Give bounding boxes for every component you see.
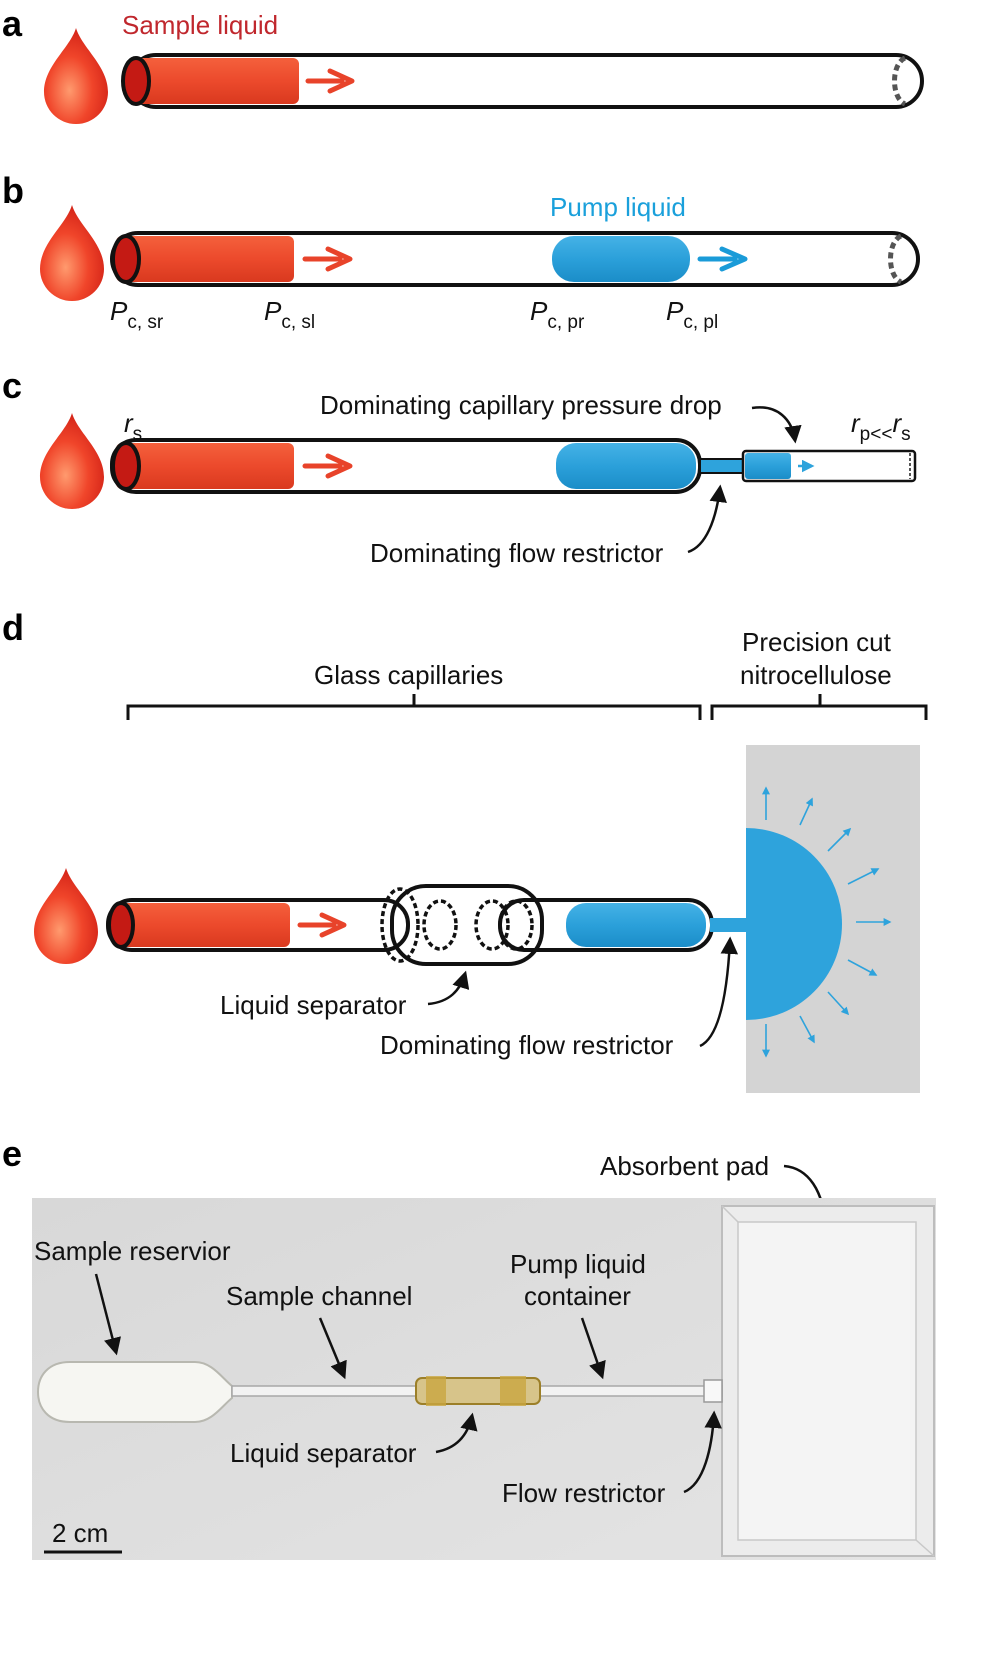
flow-arrow-sample [302,453,353,479]
flow-restrictor-label: Dominating flow restrictor [370,538,664,568]
pad-edge [721,1205,739,1223]
sample-liquid-column [116,443,294,489]
panel-c: c rs Dominating capillary pressure drop … [2,365,917,568]
panel-b: b Pump liquid Pc, sr Pc, sl Pc, pr Pc, p… [2,170,920,333]
liquid-separator-label-photo: Liquid separator [230,1438,417,1468]
radius-sample-label: rs [124,408,142,445]
flow-arrow-sample [297,912,347,938]
sample-drop-icon [40,205,104,301]
pump-container-arrow [580,1317,606,1380]
tube-inlet [107,901,135,949]
panel-e: e Absorbent pad Sample reservior Sample … [2,1133,936,1560]
flow-arrow-pump [697,246,748,272]
glass-capillaries-label: Glass capillaries [314,660,503,690]
spread-arrow [799,797,813,826]
separator-dashed-ring [422,899,458,951]
liquid-separator-arrow-photo [435,1412,478,1454]
sample-drop-icon [44,28,108,124]
spread-arrow [847,868,880,885]
separator-dashed-ring [474,899,510,951]
tube-outlet-dashed [888,233,903,285]
panel-letter-b: b [2,170,24,211]
liquid-separator [380,884,544,966]
tube-inlet [111,441,141,491]
separator-sleeve [390,884,544,966]
pressure-label-c-pr: Pc, pr [530,296,585,333]
liquid-separator-label: Liquid separator [220,990,407,1020]
spread-arrow [799,1015,815,1044]
pump-container-label-line2: container [524,1281,631,1311]
flow-restrictor-photo [703,1379,723,1403]
panel-letter-a: a [2,3,23,44]
sample-channel-label: Sample channel [226,1281,412,1311]
pump-liquid-spread [746,828,842,1020]
pressure-label-c-pl: Pc, pl [666,296,718,333]
pressure-drop-arrow [751,406,802,444]
pump-container-label-line1: Pump liquid [510,1249,646,1279]
panel-letter-d: d [2,607,24,648]
panel-d: d Glass capillaries Precision cut nitroc… [2,607,928,1093]
spread-arrow [847,959,878,976]
pump-liquid-column [566,903,706,947]
absorbent-pad [737,1221,917,1541]
flow-arrow-sample [302,246,353,272]
pressure-label-c-sl: Pc, sl [264,296,315,333]
separator-band [500,1376,526,1406]
bracket-nitro [710,694,928,720]
flow-restrictor-label: Dominating flow restrictor [380,1030,674,1060]
sample-liquid-column [112,903,290,947]
sample-drop-icon [40,413,104,509]
liquid-separator-arrow [427,970,470,1006]
pressure-label-c-sr: Pc, sr [110,296,164,333]
separator-dashed-ring [380,887,420,963]
sample-liquid-column [116,236,294,282]
sample-liquid-label: Sample liquid [122,10,278,40]
radius-pump-label: rp<<rs [851,408,911,445]
tube-outlet-dashed [892,55,907,107]
sample-liquid-column [132,58,299,104]
panel-a: a Sample liquid [2,3,924,124]
spread-arrow [827,991,850,1016]
flow-arrow-sample [305,68,355,94]
sample-reservoir-label: Sample reservior [34,1236,231,1266]
sample-drop-icon [34,868,98,964]
panel-letter-e: e [2,1133,22,1174]
tube-inlet [111,234,141,284]
absorbent-pad-label: Absorbent pad [600,1151,769,1181]
flow-restrictor-channel [710,918,750,932]
tube-inlet [121,56,151,106]
scale-bar-label: 2 cm [52,1518,108,1548]
flow-restrictor-arrow [687,484,727,554]
flow-restrictor-label-photo: Flow restrictor [502,1478,666,1508]
pump-liquid-column [556,443,696,489]
pump-liquid-column [552,236,690,282]
flow-restrictor-arrow-photo [683,1410,722,1494]
pressure-drop-label: Dominating capillary pressure drop [320,390,722,420]
flow-restrictor-tube [699,458,745,474]
pump-liquid-label: Pump liquid [550,192,686,222]
panel-letter-c: c [2,365,22,406]
spread-arrows [762,786,892,1058]
spread-arrow [827,827,852,852]
pad-edge [915,1539,935,1557]
pump-liquid-narrow [745,453,791,479]
bracket-glass [126,694,702,720]
sample-reservoir [36,1361,233,1423]
sample-channel-arrow [318,1317,347,1380]
nitrocellulose-label-line1: Precision cut [742,627,892,657]
separator-dashed-ring [498,899,534,951]
nitrocellulose-label-line2: nitrocellulose [740,660,892,690]
sample-reservoir-arrow [94,1273,121,1356]
separator-band [426,1376,446,1406]
flow-restrictor-arrow [699,936,739,1048]
